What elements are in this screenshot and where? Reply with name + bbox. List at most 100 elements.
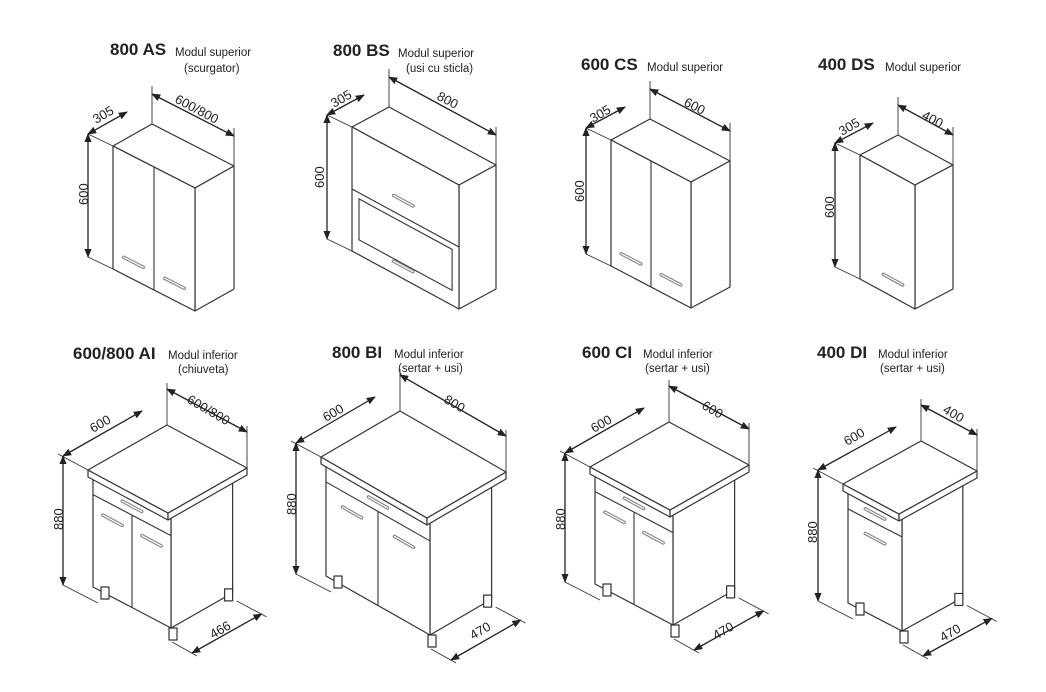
- handle-highlight: [660, 274, 682, 286]
- module-type: Modul inferior: [878, 349, 948, 361]
- extension-line: [236, 600, 267, 618]
- module-subtype: (chiuveta): [178, 364, 229, 376]
- module-600-ci-drawing: [559, 380, 769, 654]
- cabinet-side-face: [914, 164, 954, 310]
- base-depth-dimension-line: [693, 610, 765, 651]
- handle-highlight: [620, 253, 642, 265]
- base-depth-dimension-line: [450, 619, 522, 661]
- extension-line: [62, 584, 99, 604]
- module-code: 600 CI: [582, 343, 632, 362]
- module-800-bi-drawing: [290, 369, 526, 664]
- wall-line: [834, 266, 861, 280]
- handle-highlight: [102, 514, 123, 527]
- module-400-di-title: 400 DI Modul inferior (sertar + usi): [817, 343, 948, 375]
- module-600-800-ai-drawing: [57, 383, 267, 657]
- module-subtype: (scurgator): [184, 63, 240, 75]
- module-800-as-drawing: [84, 86, 235, 312]
- base-depth-label: 466: [207, 618, 233, 642]
- width-dimension-line: [897, 104, 954, 136]
- handle-highlight: [393, 535, 415, 548]
- leg-icon: [100, 586, 110, 600]
- cabinet-drawings: [57, 69, 998, 664]
- wall-line: [834, 142, 861, 156]
- depth-dimension-line: [87, 111, 128, 135]
- wall-line: [585, 253, 612, 267]
- module-subtype: (sertar + usi): [645, 363, 710, 375]
- width-dimension-line: [649, 88, 731, 132]
- handle-highlight: [121, 500, 143, 513]
- leg-icon: [602, 583, 612, 597]
- base-depth-label: 470: [937, 621, 963, 645]
- handle-highlight: [604, 511, 625, 524]
- handle-highlight: [882, 273, 904, 286]
- module-subtype: (usi cu sticla): [406, 63, 473, 75]
- module-600-cs-title: 600 CS Modul superior: [581, 55, 723, 74]
- module-subtype: (sertar + usi): [880, 363, 945, 375]
- depth-label: 305: [90, 103, 116, 127]
- module-code: 600 CS: [581, 55, 638, 74]
- module-code: 800 AS: [110, 40, 166, 59]
- depth-dimension-line: [834, 122, 874, 144]
- width-dimension-line: [166, 388, 248, 433]
- depth-dimension-line: [817, 426, 897, 471]
- depth-dimension-line: [295, 396, 376, 444]
- handle-highlight: [164, 277, 185, 289]
- extension-line: [817, 600, 854, 620]
- cabinet-side-face: [458, 164, 497, 310]
- module-800-bs-drawing: [323, 69, 497, 310]
- module-800-as-title: 800 AS Modul superior (scurgator): [110, 40, 251, 75]
- leg-icon: [483, 594, 493, 608]
- module-code: 800 BS: [333, 41, 390, 60]
- wall-line: [326, 238, 353, 252]
- module-type: Modul superior: [398, 48, 474, 60]
- module-code: 600/800 AI: [73, 344, 156, 363]
- cabinet-front-face: [859, 154, 916, 310]
- handle-highlight: [367, 496, 389, 509]
- module-400-ds-drawing: [831, 97, 954, 310]
- width-dimension-line: [388, 76, 497, 136]
- width-label: 800: [435, 88, 461, 111]
- width-label: 400: [920, 107, 946, 130]
- flap-divider: [351, 188, 460, 248]
- base-depth-label: 470: [467, 619, 493, 643]
- handle-highlight: [141, 534, 162, 547]
- extension-line: [171, 641, 198, 657]
- wall-line: [87, 256, 114, 270]
- module-type: Modul inferior: [168, 350, 238, 362]
- handle-highlight: [623, 497, 645, 510]
- drawer-divider: [847, 508, 903, 538]
- extension-line: [738, 597, 769, 615]
- height-label: 600: [76, 183, 91, 205]
- leg-icon: [954, 592, 964, 607]
- leg-icon: [333, 575, 343, 589]
- wall-line: [326, 114, 353, 128]
- module-type: Modul superior: [647, 62, 723, 74]
- module-800-bi-title: 800 BI Modul inferior (sertar + usi): [332, 343, 464, 375]
- depth-label: 305: [587, 102, 613, 126]
- depth-dimension-line: [326, 94, 365, 116]
- height-label: 600: [312, 166, 327, 188]
- module-600-cs-drawing: [582, 81, 731, 309]
- leg-icon: [427, 634, 437, 648]
- extension-line: [430, 648, 457, 664]
- width-label: 600/800: [185, 392, 233, 428]
- height-label: 880: [553, 508, 568, 530]
- module-code: 800 BI: [332, 343, 382, 362]
- glass-panel: [358, 197, 453, 292]
- depth-label: 600: [87, 412, 113, 436]
- drawer-divider: [325, 481, 431, 542]
- leg-icon: [855, 602, 865, 616]
- module-code: 400 DI: [817, 343, 867, 362]
- depth-label: 305: [836, 115, 862, 139]
- wall-line: [87, 133, 114, 147]
- height-label: 880: [51, 508, 66, 530]
- extension-line: [902, 644, 929, 660]
- leg-icon: [224, 588, 234, 602]
- leg-icon: [899, 630, 909, 644]
- module-400-di-drawing: [812, 399, 998, 660]
- width-label: 400: [941, 402, 967, 426]
- height-label: 880: [805, 521, 820, 543]
- handle-highlight: [864, 532, 886, 545]
- depth-dimension-line: [62, 410, 143, 457]
